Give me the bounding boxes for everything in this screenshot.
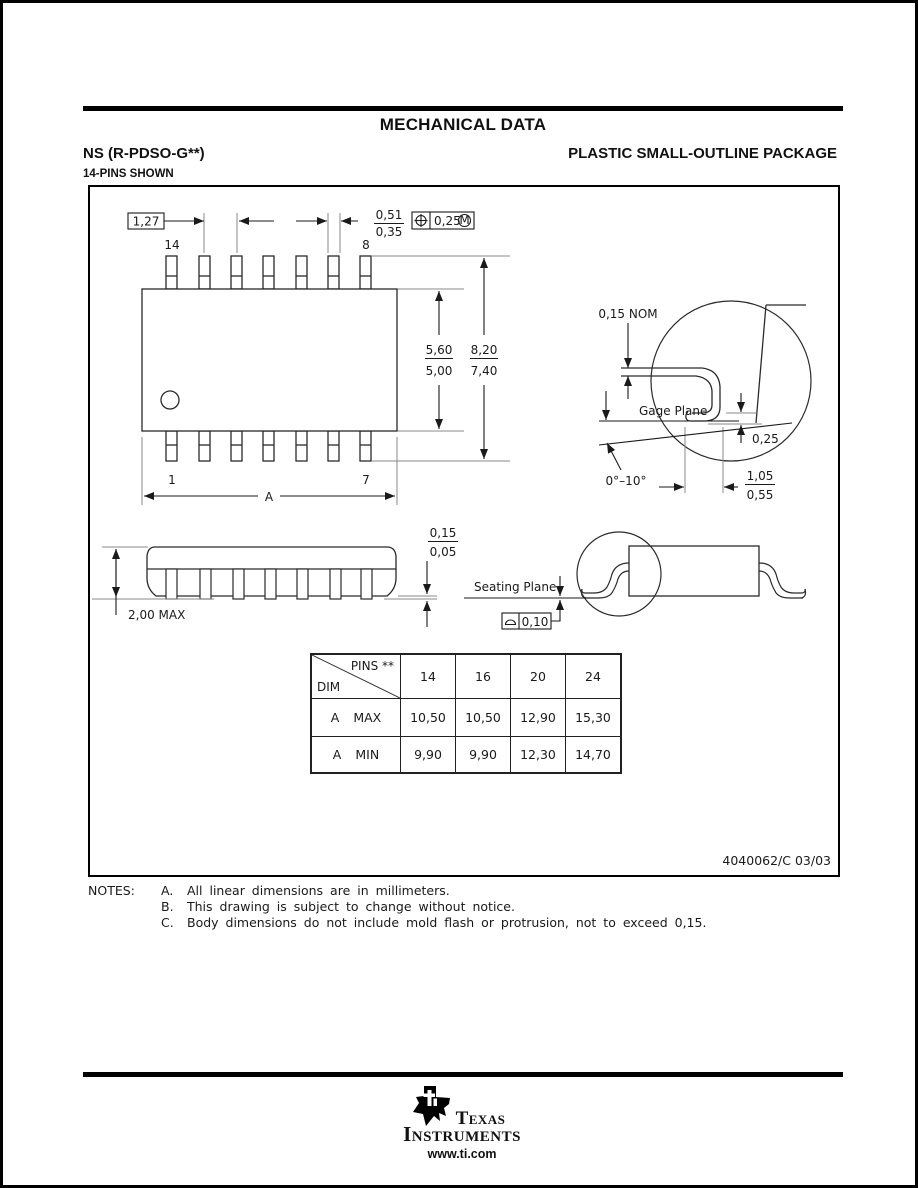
lead-radius-label: 0,25	[752, 432, 779, 446]
row-dim-letter: A	[332, 746, 342, 762]
pin-14-label: 14	[164, 238, 179, 252]
top-view-extension-lines	[141, 213, 510, 505]
flatness-tolerance-label: 0,10	[522, 615, 549, 629]
max-height-label: 2,00 MAX	[128, 608, 185, 622]
note-id: B.	[161, 899, 174, 914]
note-text: This drawing is subject to change withou…	[187, 899, 515, 914]
lead-thickness-label: 0,15 NOM	[598, 307, 657, 321]
row-dim-letter: A	[330, 710, 340, 725]
lead-profile	[621, 304, 806, 424]
lead-width-max-label: 0,51	[376, 208, 403, 222]
side-view-leaders	[92, 546, 437, 600]
note-text: All linear dimensions are in millimeters…	[187, 883, 450, 898]
overall-width-max-label: 8,20	[471, 343, 498, 357]
table-row: A MAX 10,50 10,50 12,90 15,30	[310, 698, 622, 737]
side-view-dimensions	[112, 540, 458, 627]
gage-extension-lines	[684, 412, 762, 493]
table-row: A MIN 9,90 9,90 12,30 14,70	[310, 736, 622, 773]
foot-length-min-label: 0,55	[747, 488, 774, 502]
detail-circle	[650, 300, 812, 462]
top-pins	[165, 255, 372, 290]
standoff-max-label: 0,15	[430, 526, 457, 540]
drawing-frame: 1,27 0,51 0,35 0,25 M 14 8 1 7 5,60 5,00…	[88, 185, 840, 877]
overall-width-min-label: 7,40	[471, 364, 498, 378]
notes-label: NOTES:	[88, 883, 135, 898]
seating-plane-detail: Seating Plane 0,10	[464, 531, 807, 630]
standoff-min-label: 0,05	[430, 545, 457, 559]
note-id: A.	[161, 883, 174, 898]
package-body-seating-view	[628, 545, 760, 597]
table-col-20: 20	[510, 653, 566, 699]
package-body-top-view	[141, 288, 398, 432]
pins-shown-label: 14-PINS SHOWN	[83, 168, 174, 180]
top-view: 1,27 0,51 0,35 0,25 M 14 8 1 7 5,60 5,00…	[127, 208, 510, 505]
body-width-max-label: 5,60	[426, 343, 453, 357]
note-item: B. This drawing is subject to change wit…	[88, 899, 706, 915]
table-corner-cell: PINS ** DIM	[312, 655, 400, 698]
body-width-min-label: 5,00	[426, 364, 453, 378]
lead-angle-label: 0°–10°	[606, 474, 647, 488]
table-cell: 9,90	[400, 736, 456, 773]
pin1-index-dot	[160, 390, 180, 410]
table-cell: 12,30	[510, 736, 566, 773]
flatness-symbol-icon	[504, 619, 517, 626]
gage-plane-label: Gage Plane	[639, 404, 707, 418]
brand-instruments: Instruments	[403, 1122, 521, 1146]
table-dim-header: DIM	[317, 680, 341, 694]
foot-length-max-label: 1,05	[747, 469, 774, 483]
table-cell: 9,90	[455, 736, 511, 773]
mechanical-drawing: 1,27 0,51 0,35 0,25 M 14 8 1 7 5,60 5,00…	[92, 208, 812, 630]
seating-dimensions	[464, 576, 590, 630]
seating-plane-label: Seating Plane	[474, 580, 556, 594]
table-cell: 15,30	[565, 698, 622, 737]
table-pins-header: PINS **	[350, 659, 394, 673]
pitch-dim-label: 1,27	[133, 215, 160, 229]
ti-logo-icon	[412, 1086, 450, 1126]
mmc-modifier-label: M	[459, 213, 469, 227]
table-col-24: 24	[565, 653, 622, 699]
ti-website-link[interactable]: www.ti.com	[427, 1147, 497, 1161]
header-rule	[83, 106, 843, 111]
ti-brand-block: Texas Instruments www.ti.com	[3, 1085, 915, 1161]
package-type: PLASTIC SMALL-OUTLINE PACKAGE	[568, 145, 837, 162]
note-id: C.	[161, 915, 174, 930]
diagonal-divider	[312, 655, 400, 698]
row-bound-label: MAX	[353, 710, 382, 725]
note-item: NOTES: A. All linear dimensions are in m…	[88, 883, 706, 899]
gage-dimension-arrows	[598, 323, 793, 491]
table-cell: 12,90	[510, 698, 566, 737]
note-text: Body dimensions do not include mold flas…	[187, 915, 707, 930]
side-view-pins	[165, 568, 373, 600]
top-view-dimensions	[127, 211, 498, 500]
table-col-14: 14	[400, 653, 456, 699]
table-cell: 10,50	[400, 698, 456, 737]
gage-plane-detail: 0,15 NOM Gage Plane 0,25 0°–10° 1,05 0,5…	[598, 300, 812, 502]
page-title: MECHANICAL DATA	[379, 115, 547, 134]
pin-7-label: 7	[362, 473, 370, 487]
table-cell: 14,70	[565, 736, 622, 773]
note-item: C. Body dimensions do not include mold f…	[88, 915, 706, 931]
brand-texas: Texas	[455, 1108, 506, 1129]
document-number: 4040062/C 03/03	[722, 853, 831, 868]
gullwing-leads	[580, 562, 807, 599]
dimension-table: PINS ** DIM 14 16 20 24 A MAX 10,50 10,50…	[310, 653, 622, 774]
table-col-16: 16	[455, 653, 511, 699]
side-view: 0,15 0,05 2,00 MAX	[92, 526, 458, 627]
pin-8-label: 8	[362, 238, 370, 252]
row-bound-label: MIN	[355, 746, 380, 762]
bottom-pins	[165, 430, 372, 462]
position-tolerance-label: 0,25	[434, 214, 461, 228]
detail-circle-seating	[576, 531, 662, 617]
footer-rule	[83, 1072, 843, 1077]
table-cell: 10,50	[455, 698, 511, 737]
pin-1-label: 1	[168, 473, 176, 487]
package-code: NS (R-PDSO-G**)	[83, 145, 205, 162]
notes-section: NOTES: A. All linear dimensions are in m…	[88, 883, 706, 931]
package-body-side-view	[146, 546, 397, 597]
length-dim-label: A	[265, 490, 274, 504]
lead-width-min-label: 0,35	[376, 225, 403, 239]
